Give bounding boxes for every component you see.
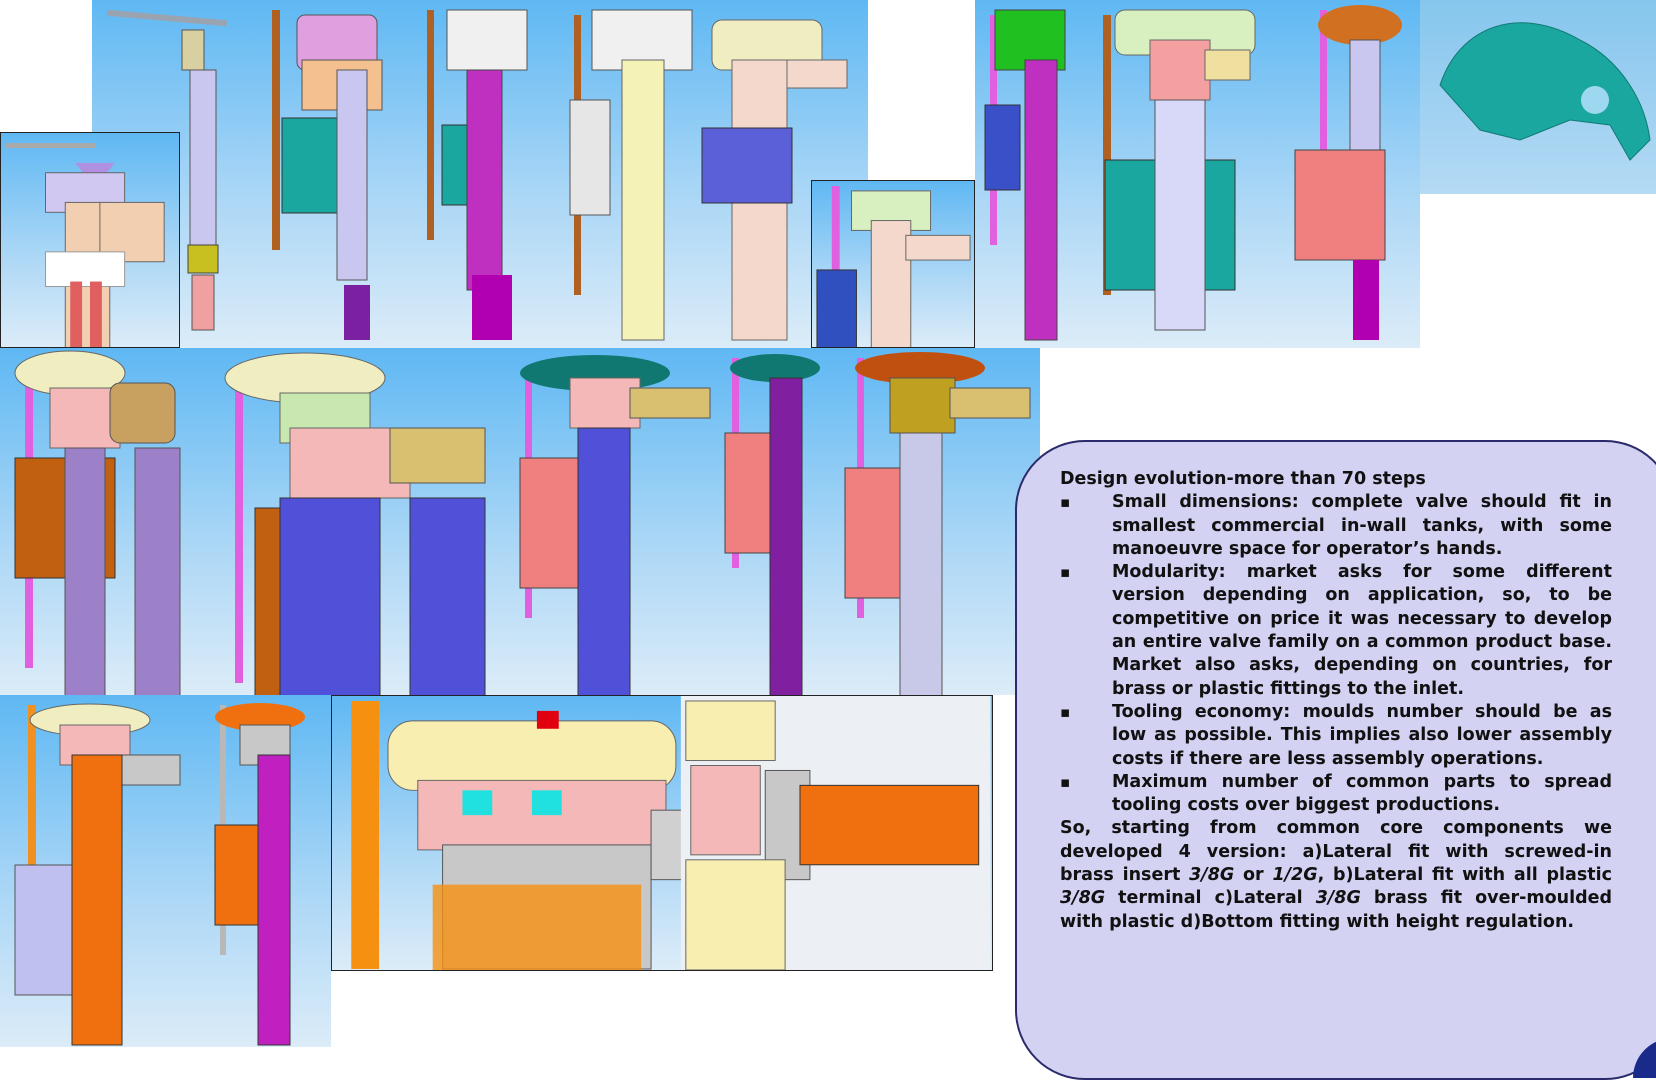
bullet-list: Small dimensions: complete valve should … [1060,491,1612,817]
cad-panel-row1-early-designs [92,0,868,348]
card-corner-accent [1633,1038,1656,1078]
closing-text: brass fit over-moulded with plastic d)Bo… [1060,888,1612,932]
bullet-item: Tooling economy: moulds number should be… [1060,701,1612,771]
closing-text-italic: 3/8G [1315,888,1361,909]
cad-valve-renderings-later [984,5,1402,341]
cad-panel-row2-family [0,348,1040,695]
cad-valve-section-inset [5,143,165,347]
cad-valve-section-inset-2 [816,185,971,347]
bullet-item: Modularity: market asks for some differe… [1060,561,1612,701]
slide-heading: Design evolution-more than 70 steps [1060,469,1426,489]
cad-panel-row3-versions [0,695,331,1047]
bullet-item: Small dimensions: complete valve should … [1060,491,1612,561]
cad-panel-row1-later-designs [975,0,1420,348]
cad-valve-versions-renderings [14,703,305,1046]
cad-panel-row1-cap-part [1420,0,1656,194]
cad-valve-renderings-early [106,9,848,341]
cad-panel-row1-inset-right [811,180,975,348]
cad-panel-row3-detail-section [331,695,993,971]
closing-text: , b)Lateral fit with all plastic [1317,865,1612,886]
closing-text-italic: 3/8G [1189,865,1235,886]
closing-text-italic: 3/8G [1060,888,1106,909]
cad-panel-row1-inset-left [0,132,180,348]
closing-text-italic: 1/2G [1272,865,1318,886]
teal-cap-part-rendering [1439,22,1651,161]
slide-text: Design evolution-more than 70 steps Smal… [1060,468,1612,934]
cad-valve-detail-cross-section [351,696,991,970]
cad-valve-family-renderings [14,350,1031,695]
closing-text: or [1234,865,1273,886]
closing-text: So, starting from common core components… [1060,818,1612,886]
closing-paragraph: So, starting from common core components… [1060,817,1612,933]
closing-text: terminal c)Lateral [1105,888,1316,909]
bullet-item: Maximum number of common parts to spread… [1060,771,1612,818]
